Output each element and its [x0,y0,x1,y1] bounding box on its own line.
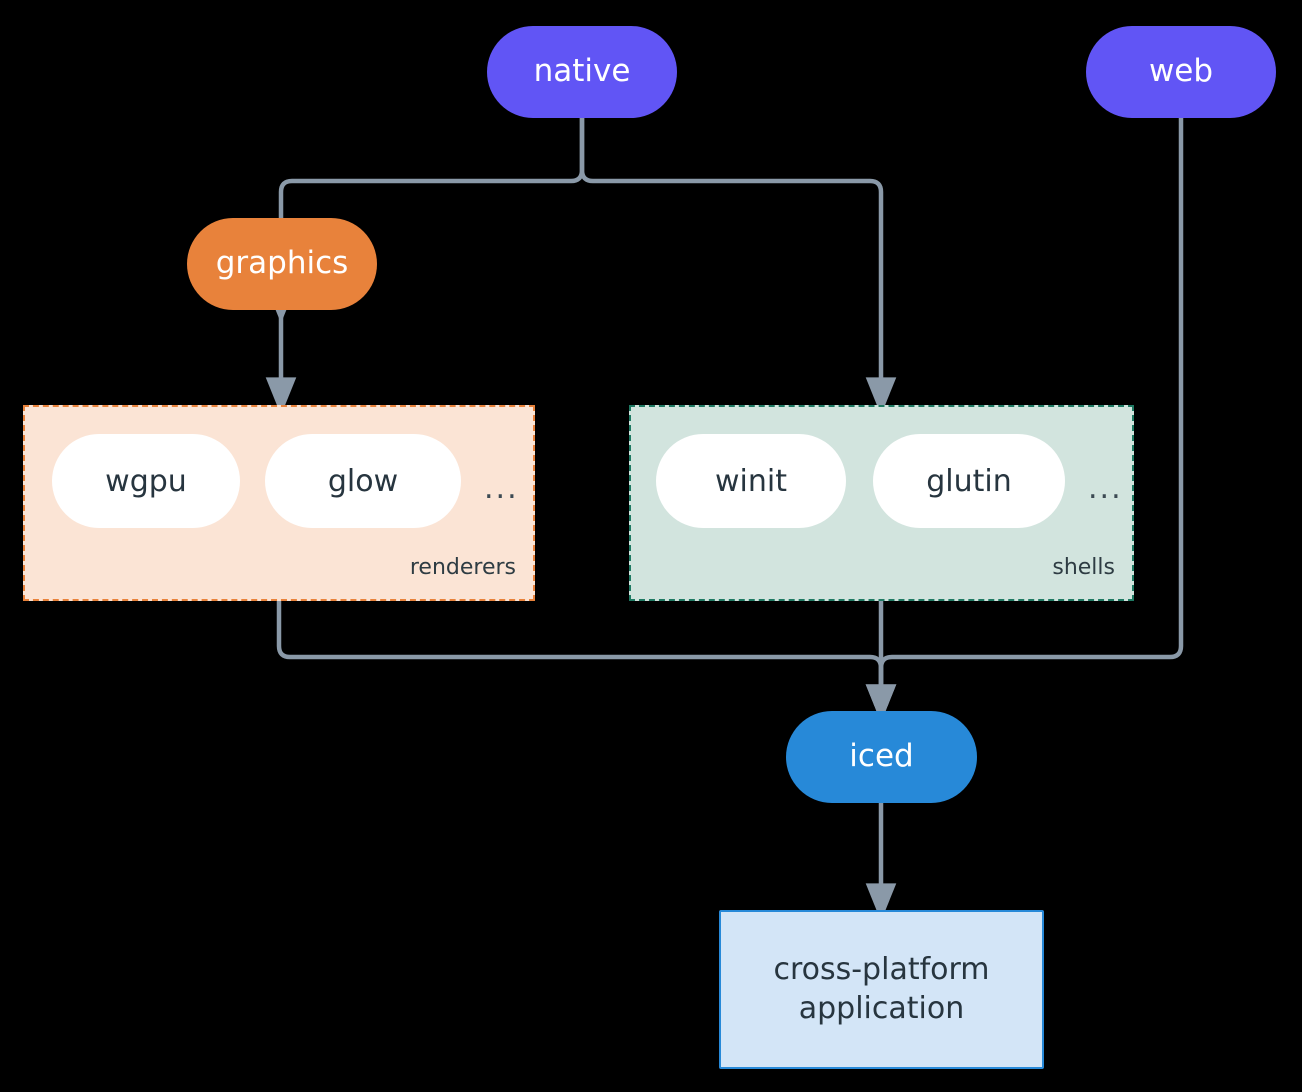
node-graphics-label: graphics [215,245,349,282]
renderers-ellipsis: ... [484,471,519,506]
node-application-line2: application [798,990,965,1026]
leaf-winit-label: winit [715,463,787,499]
node-graphics[interactable]: graphics [187,218,377,310]
edge-native-shells [579,117,897,416]
edge-renderers-iced [276,601,897,723]
group-shells: winit glutin ... shells [629,405,1134,601]
node-native-label: native [533,53,631,90]
node-application[interactable]: cross-platform application [719,910,1044,1069]
shells-ellipsis: ... [1088,471,1123,506]
leaf-wgpu[interactable]: wgpu [52,434,240,528]
leaf-glow[interactable]: glow [265,434,461,528]
group-shells-label: shells [1052,555,1115,580]
leaf-glutin-label: glutin [926,463,1012,499]
leaf-winit[interactable]: winit [656,434,846,528]
node-native[interactable]: native [487,26,677,118]
leaf-glow-label: glow [327,463,399,499]
node-web[interactable]: web [1086,26,1276,118]
node-iced-label: iced [849,738,914,775]
node-application-line1: cross-platform [773,952,990,988]
leaf-glutin[interactable]: glutin [873,434,1065,528]
node-web-label: web [1148,53,1214,90]
node-iced[interactable]: iced [786,711,977,803]
leaf-wgpu-label: wgpu [105,463,187,499]
group-renderers: wgpu glow ... renderers [23,405,535,601]
group-renderers-label: renderers [409,555,516,580]
